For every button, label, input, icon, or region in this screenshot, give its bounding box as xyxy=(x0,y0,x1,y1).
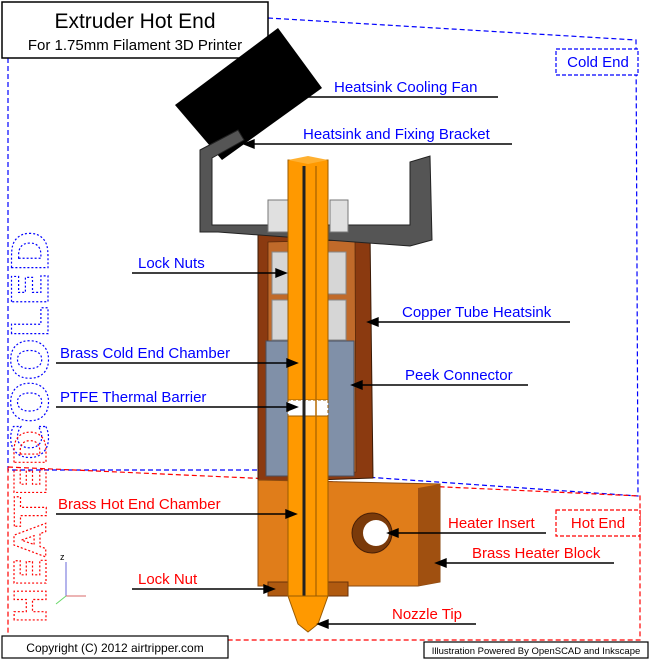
copyright-box xyxy=(1,635,229,659)
arrow-brass-hot xyxy=(285,508,298,520)
label-brass-cold: Brass Cold End Chamber xyxy=(60,345,230,362)
label-lock-nut: Lock Nut xyxy=(138,571,198,588)
label-heater-block: Brass Heater Block xyxy=(472,545,601,562)
arrow-peek xyxy=(350,379,363,391)
axis-indicator: z xyxy=(55,552,86,605)
label-brass-hot: Brass Hot End Chamber xyxy=(58,496,221,513)
bracket-post-left xyxy=(267,199,291,233)
heatsink-fan xyxy=(175,28,322,160)
title-sub: For 1.75mm Filament 3D Printer xyxy=(28,37,242,54)
axis-z-label: z xyxy=(60,552,65,562)
title-main: Extruder Hot End xyxy=(54,10,215,33)
hot-end-label: Hot End xyxy=(571,515,625,532)
heater-block-side xyxy=(418,484,440,586)
label-heatsink-bracket: Heatsink and Fixing Bracket xyxy=(303,126,491,143)
cold-end-label: Cold End xyxy=(567,54,629,71)
arrow-heater-insert xyxy=(386,527,399,539)
bracket-post-right xyxy=(329,199,349,233)
arrow-brass-cold xyxy=(286,357,299,369)
title-box xyxy=(1,1,269,59)
arrow-nozzle xyxy=(316,618,329,630)
heater-insert-hole xyxy=(363,520,389,546)
brass-tube-upper xyxy=(287,159,329,401)
arrow-lock-nuts xyxy=(275,267,288,279)
arrow-copper-tube xyxy=(366,316,379,328)
heated-vertical-label: HEATED xyxy=(6,430,57,624)
arrow-lock-nut xyxy=(263,583,276,595)
label-heatsink-fan: Heatsink Cooling Fan xyxy=(334,79,477,96)
brass-tube-top xyxy=(288,156,328,164)
cooled-vertical-label: COOLED xyxy=(2,231,60,460)
hot-end-box xyxy=(555,509,641,537)
label-heater-insert: Heater Insert xyxy=(448,515,536,532)
credit-box xyxy=(423,641,649,659)
label-copper-tube: Copper Tube Heatsink xyxy=(402,304,552,321)
arrow-fan xyxy=(274,91,287,103)
arrow-bracket xyxy=(242,138,255,150)
cold-zone-outline xyxy=(264,17,639,497)
label-nozzle-tip: Nozzle Tip xyxy=(392,606,462,623)
arrow-heater-block xyxy=(434,557,447,569)
label-peek-connector: Peek Connector xyxy=(405,367,513,384)
heatsink-bracket xyxy=(199,129,433,247)
cold-end-box xyxy=(555,48,639,76)
label-lock-nuts: Lock Nuts xyxy=(138,255,205,272)
label-ptfe-barrier: PTFE Thermal Barrier xyxy=(60,389,206,406)
nozzle-tip xyxy=(287,595,329,633)
brass-tube-lower xyxy=(287,415,329,597)
credit-text: Illustration Powered By OpenSCAD and Ink… xyxy=(432,646,641,657)
arrow-ptfe xyxy=(286,401,299,413)
copyright-text: Copyright (C) 2012 airtripper.com xyxy=(26,641,203,655)
